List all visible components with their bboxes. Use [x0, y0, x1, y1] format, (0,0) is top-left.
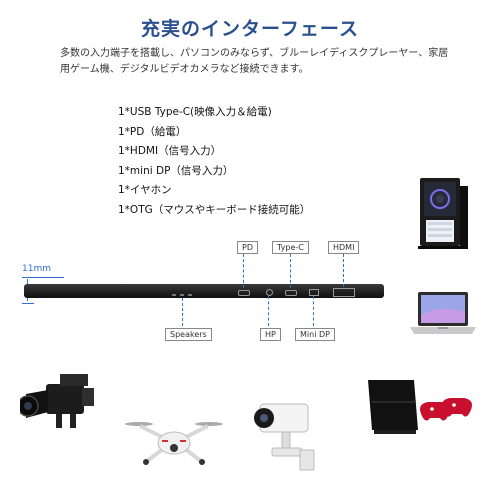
speaker-hole [188, 294, 192, 296]
pc-tower-icon [418, 178, 468, 249]
measure-line-top [22, 277, 64, 278]
hp-port [266, 289, 273, 296]
minidp-port [309, 289, 319, 296]
hdmi-leader [343, 254, 344, 287]
pd-tag: PD [237, 241, 258, 254]
pd-leader [243, 254, 244, 288]
port-item: 1*イヤホン [118, 184, 172, 196]
speaker-hole [172, 294, 176, 296]
game-console-icon [368, 380, 472, 434]
video-camera-icon [20, 374, 94, 428]
typec-tag: Type-C [272, 241, 309, 254]
security-camera-icon [254, 403, 315, 471]
port-item: 1*HDMI（信号入力） [118, 145, 222, 157]
minidp-leader [313, 296, 314, 326]
speakers-tag: Speakers [165, 328, 212, 341]
hdmi-port [333, 288, 355, 297]
hp-leader [268, 296, 269, 326]
minidp-tag: Mini DP [295, 328, 335, 341]
port-list: 1*USB Type-C(映像入力＆給電) 1*PD（給電） 1*HDMI（信号… [118, 103, 310, 220]
port-item: 1*USB Type-C(映像入力＆給電) [118, 106, 272, 118]
port-item: 1*PD（給電） [118, 125, 187, 138]
page-title: 充実のインターフェース [141, 18, 359, 40]
description-text: 多数の入力端子を搭載し、パソコンのみならず、ブルーレイディスクプレーヤー、家居用… [60, 48, 449, 75]
port-item: 1*mini DP（信号入力） [118, 164, 234, 177]
port-item: 1*OTG（マウスやキーボード接続可能） [118, 203, 311, 216]
thickness-label: 11mm [22, 264, 51, 274]
typec-port [285, 290, 297, 296]
hdmi-tag: HDMI [328, 241, 360, 254]
laptop-icon [410, 292, 476, 334]
hp-tag: HP [260, 328, 281, 341]
drone-icon [125, 422, 223, 465]
speaker-hole [180, 294, 184, 296]
pd-port [238, 290, 250, 296]
typec-leader [290, 254, 291, 288]
speakers-leader [182, 298, 183, 326]
measure-line-bottom [22, 303, 34, 304]
monitor-edge [24, 284, 384, 298]
